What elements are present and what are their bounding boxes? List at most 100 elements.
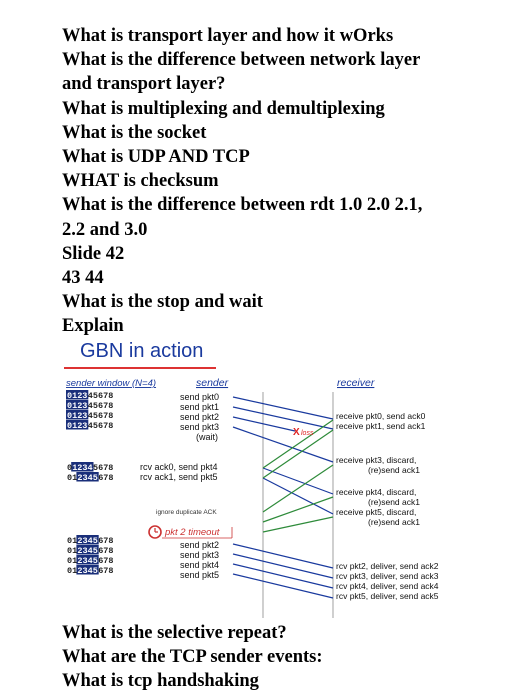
window-digits: 45678 [88,391,114,401]
window-digits: 678 [98,546,113,556]
question-line: What is the stop and wait [62,292,263,313]
window-highlight [66,420,89,430]
window-highlight [76,555,99,565]
sender-event: send pkt3 [180,550,219,560]
sender-event: send pkt0 [180,392,219,402]
window-digits: 45678 [88,421,114,431]
window-digits: 5678 [93,463,113,473]
ignore-duplicate-ack-label: ignore duplicate ACK [156,509,217,516]
window-digits: 678 [98,556,113,566]
window-digits: 01 [67,536,77,546]
window-digits: 0123 [67,401,87,411]
window-highlight [71,462,94,472]
receiver-event: receive pkt3, discard, [336,455,416,465]
receiver-event: rcv pkt2, deliver, send ack2 [336,561,439,571]
question-line: 2.2 and 3.0 [62,219,148,240]
window-digits: 0 [67,463,72,473]
window-digits: 45678 [88,411,114,421]
sender-event: (wait) [196,432,218,442]
receiver-label: receiver [337,377,375,389]
sender-event: send pkt2 [180,540,219,550]
receiver-event: rcv pkt5, deliver, send ack5 [336,591,439,601]
sender-event: send pkt5 [180,570,219,580]
packet-arrow [262,477,334,515]
window-digits: 2345 [77,546,97,556]
question-line: What is the selective repeat? [62,623,287,643]
window-digits: 2345 [77,473,97,483]
question-line: What are the TCP sender events: [62,647,323,668]
window-digits: 678 [98,566,113,576]
packet-arrow [232,406,334,430]
window-highlight [76,535,99,545]
packet-arrow [262,467,334,495]
retransmit-arrow [232,563,334,589]
question-line: and transport layer? [62,74,226,95]
question-line: What is the socket [62,122,207,143]
sender-event: send pkt1 [180,402,219,412]
receiver-event: receive pkt5, discard, [336,507,416,517]
ack-arrow [262,429,334,479]
window-digits: 2345 [77,566,97,576]
window-highlight [76,472,99,482]
sender-window-label: sender window (N=4) [66,378,156,389]
loss-label: loss [301,430,314,437]
timeout-label: pkt 2 timeout [164,527,220,538]
receiver-event: (re)send ack1 [368,465,420,475]
retransmit-arrow [232,543,334,569]
retransmit-arrow [232,553,334,579]
question-line: What is multiplexing and demultiplexing [62,98,385,119]
window-digits: 678 [98,536,113,546]
window-digits: 01 [67,546,77,556]
sender-event: rcv ack0, send pkt4 [140,462,218,472]
window-digits: 0123 [67,421,87,431]
question-line: What is tcp handshaking [62,671,259,692]
window-highlight [76,565,99,575]
loss-x-icon: X [293,427,300,438]
window-digits: 1234 [72,463,92,473]
sender-event: send pkt2 [180,412,219,422]
packet-arrow [232,426,334,463]
question-line: WHAT is checksum [62,171,219,192]
sender-event: rcv ack1, send pkt5 [140,472,218,482]
receiver-event: receive pkt4, discard, [336,487,416,497]
window-highlight [66,400,89,410]
retransmit-arrow [232,573,334,599]
receiver-event: rcv pkt4, deliver, send ack4 [336,581,439,591]
window-digits: 01 [67,473,77,483]
question-line: Slide 42 [62,243,125,264]
receiver-event: receive pkt0, send ack0 [336,411,426,421]
receiver-event: (re)send ack1 [368,497,420,507]
window-digits: 0123 [67,411,87,421]
window-highlight [66,390,89,400]
ack-arrow [262,496,334,523]
window-digits: 0123 [67,391,87,401]
lost-packet-arrow [232,416,296,432]
ack-arrow [262,464,334,513]
gbn-diagram: sender window (N=4) sender receiver 0123… [66,377,439,618]
sender-event: send pkt3 [180,422,219,432]
packet-arrow [232,396,334,420]
window-digits: 45678 [88,401,114,411]
window-digits: 01 [67,556,77,566]
question-line: What is UDP AND TCP [62,147,250,167]
question-line: What is the difference between rdt 1.0 2… [62,195,423,216]
ack-arrow [262,516,334,533]
receiver-event: rcv pkt3, deliver, send ack3 [336,571,439,581]
question-line: What is transport layer and how it wOrks [62,26,394,46]
receiver-event: receive pkt1, send ack1 [336,421,426,431]
question-line: What is the difference between network l… [62,50,421,71]
sender-label: sender [196,377,229,389]
receiver-event: (re)send ack1 [368,517,420,527]
figure-title: GBN in action [80,340,204,362]
